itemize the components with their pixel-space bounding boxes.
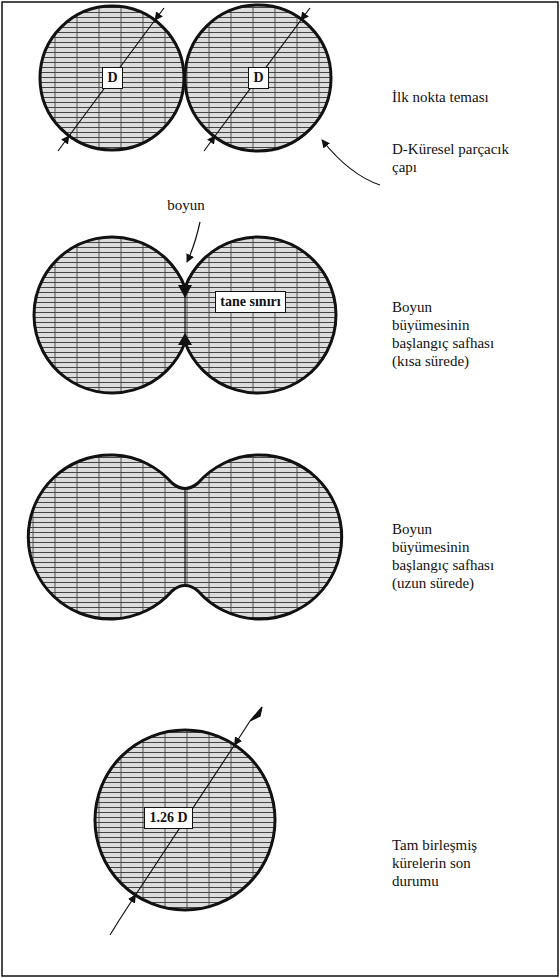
label-box: D — [102, 67, 123, 89]
label-box: 1.26 D — [144, 807, 193, 829]
stage-note: Boyun büyümesinin başlangıç safhası (kıs… — [392, 298, 512, 370]
leader-line — [187, 222, 200, 262]
particle — [40, 6, 184, 150]
box-text: D — [107, 70, 117, 85]
stage-note: Boyun büyümesinin başlangıç safhası (uzu… — [392, 520, 512, 592]
necked-particles — [28, 455, 341, 619]
merged-particle — [95, 730, 275, 910]
diameter-line — [110, 707, 262, 935]
box-text: D — [253, 70, 263, 85]
diameter-line — [58, 8, 380, 185]
label-box: D — [248, 67, 269, 89]
stage-note: D-Küresel parçacık çapı — [392, 140, 512, 176]
stage-note: Tam birleşmiş kürelerin son durumu — [392, 836, 512, 890]
neck — [178, 285, 192, 298]
necked-particles — [34, 237, 336, 393]
box-text: 1.26 D — [149, 810, 187, 825]
particle — [185, 5, 331, 151]
label-box: tane sınırı — [215, 291, 286, 313]
grain-boundary — [184, 489, 185, 585]
stage-note: İlk nokta teması — [392, 88, 502, 106]
callout-label: boyun — [146, 196, 226, 214]
neck — [178, 333, 192, 345]
box-text: tane sınırı — [220, 294, 280, 309]
